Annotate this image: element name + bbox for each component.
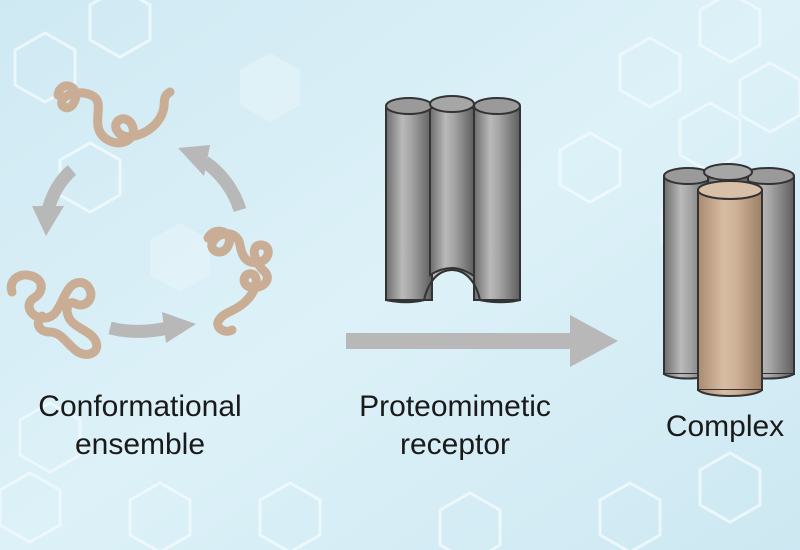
complex-label-line1: Complex [665,410,785,443]
receptor-label-line2: receptor [399,428,511,461]
arrow-up-left-icon [178,145,247,213]
ensemble-label-line1: Conformational [38,390,242,423]
three-helix-bundle-icon [385,95,521,304]
arrow-down-left-icon [32,165,77,236]
cycle-arrows [32,145,247,343]
four-helix-bundle-icon [663,163,795,397]
ensemble-label-line2: ensemble [74,428,206,461]
reaction-arrow-icon [346,315,618,367]
receptor-label-line1: Proteomimetic [359,390,551,423]
receptor-label: Proteomimetic receptor [330,388,580,464]
ensemble-label: Conformational ensemble [10,388,270,464]
helix-coil-icon [53,81,175,148]
arrow-right-icon [108,312,196,343]
folded-coil-icon [6,270,102,359]
random-coil-icon [203,226,273,336]
complex-label: Complex [652,408,798,446]
